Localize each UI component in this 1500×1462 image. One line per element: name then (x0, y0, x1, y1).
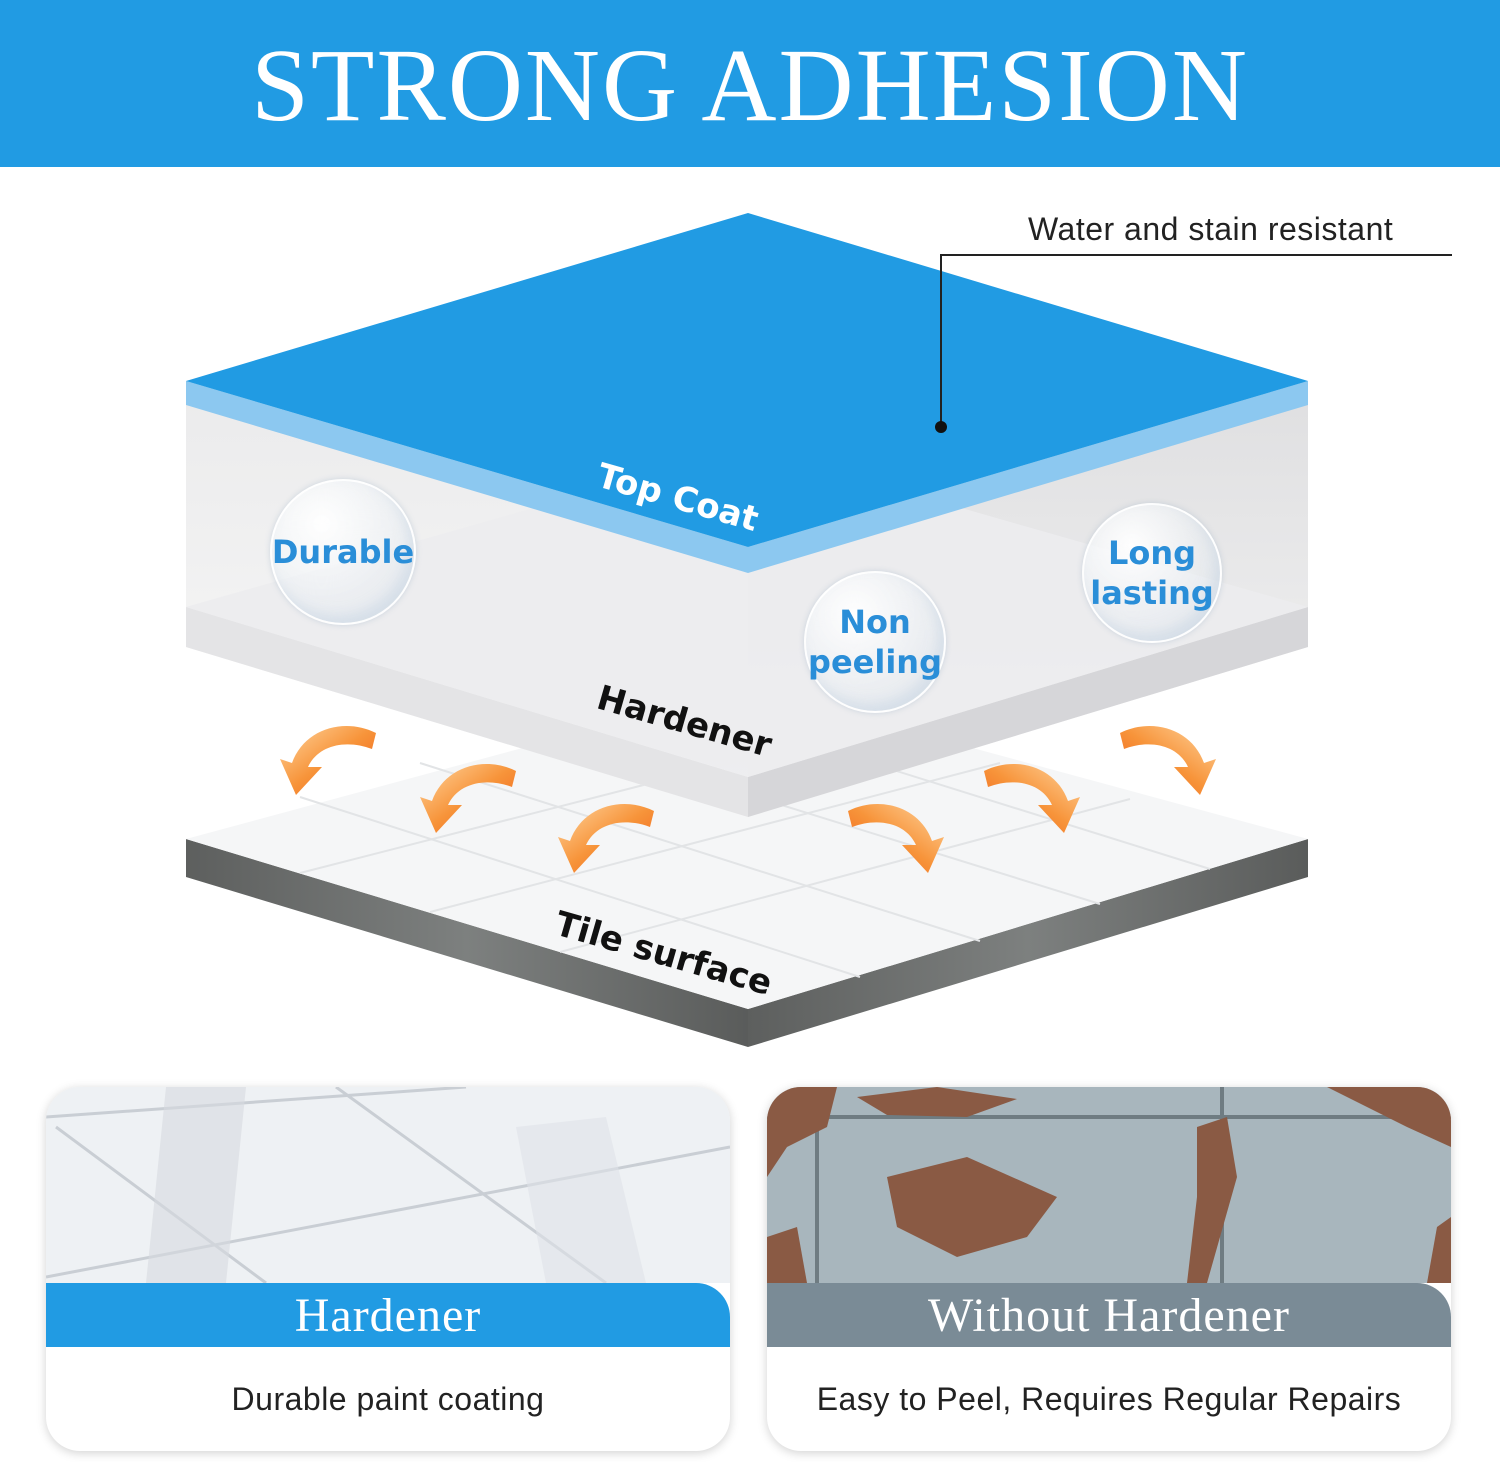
callout-water-stain: Water and stain resistant (1028, 211, 1394, 247)
topcoat-face (186, 213, 1308, 547)
arrow-icon (280, 725, 376, 795)
bubble-durable: Durable (270, 479, 416, 625)
bubble-long-lasting: Long lasting (1082, 503, 1222, 643)
card-with-hardener: Hardener Durable paint coating (46, 1087, 730, 1451)
clean-tile-photo (46, 1087, 730, 1283)
peeling-tile-photo (767, 1087, 1451, 1283)
header-banner: STRONG ADHESION (0, 0, 1500, 167)
callout-dot (935, 421, 947, 433)
hardener-top-face (186, 447, 1308, 777)
bubble-long-lasting-label: Long lasting (1090, 534, 1214, 612)
card-without-hardener: Without Hardener Easy to Peel, Requires … (767, 1087, 1451, 1451)
tile-slab-left (186, 839, 748, 1047)
arrow-icon (984, 763, 1080, 833)
card-with-hardener-band: Hardener (46, 1283, 730, 1347)
bubble-non-peeling: Non peeling (804, 571, 946, 713)
arrow-icon (558, 803, 654, 873)
hardener-slab-left (186, 607, 748, 817)
callout-leader-line (940, 254, 1452, 425)
arrow-icon (420, 763, 516, 833)
arrow-icon (848, 803, 944, 873)
bubble-non-peeling-label: Non peeling (808, 603, 942, 681)
page-title: STRONG ADHESION (251, 27, 1249, 143)
penetration-arrows (280, 725, 1216, 873)
tile-slab-right (748, 839, 1308, 1047)
hardener-slab-right (748, 607, 1308, 817)
card-without-hardener-title: Without Hardener (928, 1288, 1290, 1342)
topcoat-edge-right (748, 381, 1308, 573)
arrow-icon (1120, 725, 1216, 795)
card-without-hardener-band: Without Hardener (767, 1283, 1451, 1347)
card-with-hardener-description: Durable paint coating (231, 1380, 545, 1417)
bubble-durable-label: Durable (271, 533, 415, 571)
layer-diagram: Water and stain resistant Top Coat Harde… (0, 167, 1500, 1067)
card-without-hardener-description: Easy to Peel, Requires Regular Repairs (816, 1380, 1402, 1417)
layer-diagram-graphic (186, 213, 1452, 1047)
card-with-hardener-title: Hardener (294, 1288, 482, 1342)
topcoat-edge-left (186, 381, 748, 573)
